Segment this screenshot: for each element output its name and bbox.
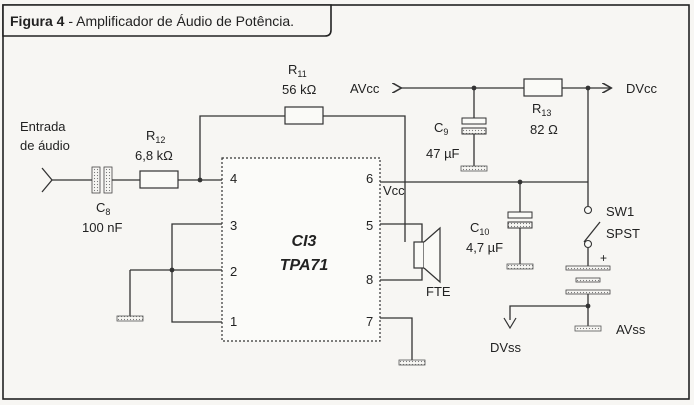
switch-sw1-bottom-contact xyxy=(583,239,593,249)
battery-polarity: + xyxy=(600,251,607,265)
caption-bold: Figura 4 xyxy=(10,13,65,29)
capacitor-c9 xyxy=(461,117,487,135)
capacitor-c10 xyxy=(507,211,533,229)
wire-pin5-to-speaker xyxy=(380,223,423,242)
r12-value: 6,8 kΩ xyxy=(135,148,173,163)
ic-body xyxy=(221,157,381,342)
r13-value: 82 Ω xyxy=(530,122,558,137)
c10-ref: C10 xyxy=(470,220,489,237)
switch-sw1-top-contact xyxy=(583,205,593,215)
caption-rest: - Amplificador de Áudio de Potência. xyxy=(64,13,294,29)
dvss-label: DVss xyxy=(490,340,522,355)
resistor-r11 xyxy=(284,106,324,125)
c8-value: 100 nF xyxy=(82,220,123,235)
junction-dvss xyxy=(585,303,591,309)
ground-left-symbol xyxy=(116,315,144,322)
ground-avss-symbol xyxy=(574,325,602,332)
c10-value: 4,7 µF xyxy=(466,240,503,255)
figure-frame xyxy=(2,4,690,400)
ic-pin-8: 8 xyxy=(366,272,373,287)
resistor-r12 xyxy=(139,170,179,189)
ic-vcc-label: Vcc xyxy=(383,183,405,198)
speaker-cone xyxy=(423,226,441,284)
avss-label: AVss xyxy=(616,322,646,337)
capacitor-c8 xyxy=(91,166,113,194)
input-label-line1: Entrada xyxy=(20,119,66,134)
wire-speaker-to-pin8 xyxy=(380,268,423,281)
c9-ref: C9 xyxy=(434,120,448,137)
input-label-line2: de áudio xyxy=(20,138,70,153)
sw1-ref: SW1 xyxy=(606,204,634,219)
ic-pin-5: 5 xyxy=(366,218,373,233)
caption-box xyxy=(2,4,332,37)
speaker-label: FTE xyxy=(426,284,451,299)
dvss-arrow xyxy=(503,317,517,330)
ic-pin-1: 1 xyxy=(230,314,237,329)
ground-c9-symbol xyxy=(460,165,488,172)
wire-feedback-right xyxy=(323,115,406,242)
speaker-body xyxy=(413,241,425,269)
input-arrow-symbol xyxy=(41,167,53,193)
wire-pin7-to-ground xyxy=(380,317,413,360)
wire-feedback-left xyxy=(199,115,285,180)
avcc-label: AVcc xyxy=(350,81,380,96)
sw1-type: SPST xyxy=(606,226,640,241)
ic-pin-7: 7 xyxy=(366,314,373,329)
ic-pin-2: 2 xyxy=(230,264,237,279)
junction-pin2 xyxy=(169,267,175,273)
battery-symbol xyxy=(565,265,611,295)
ground-c10-symbol xyxy=(506,263,534,270)
c9-value: 47 µF xyxy=(426,146,460,161)
r11-ref: R11 xyxy=(288,62,307,79)
ic-pin-3: 3 xyxy=(230,218,237,233)
ic-pin-6: 6 xyxy=(366,171,373,186)
ic-pin-4: 4 xyxy=(230,171,237,186)
switch-sw1-lever xyxy=(583,221,601,243)
resistor-r13 xyxy=(523,78,563,97)
wire-pin3 xyxy=(171,223,222,323)
r13-ref: R13 xyxy=(532,101,551,118)
wire-dvss xyxy=(509,305,588,320)
ic-part-number: TPA71 xyxy=(280,257,329,274)
r12-ref: R12 xyxy=(146,128,165,145)
ground-pin7-symbol xyxy=(398,359,426,366)
figure-caption: Figura 4 - Amplificador de Áudio de Potê… xyxy=(10,13,294,29)
dvcc-label: DVcc xyxy=(626,81,658,96)
r11-value: 56 kΩ xyxy=(282,82,317,97)
ic-name: CI3 xyxy=(292,233,317,250)
c8-ref: C8 xyxy=(96,200,110,217)
